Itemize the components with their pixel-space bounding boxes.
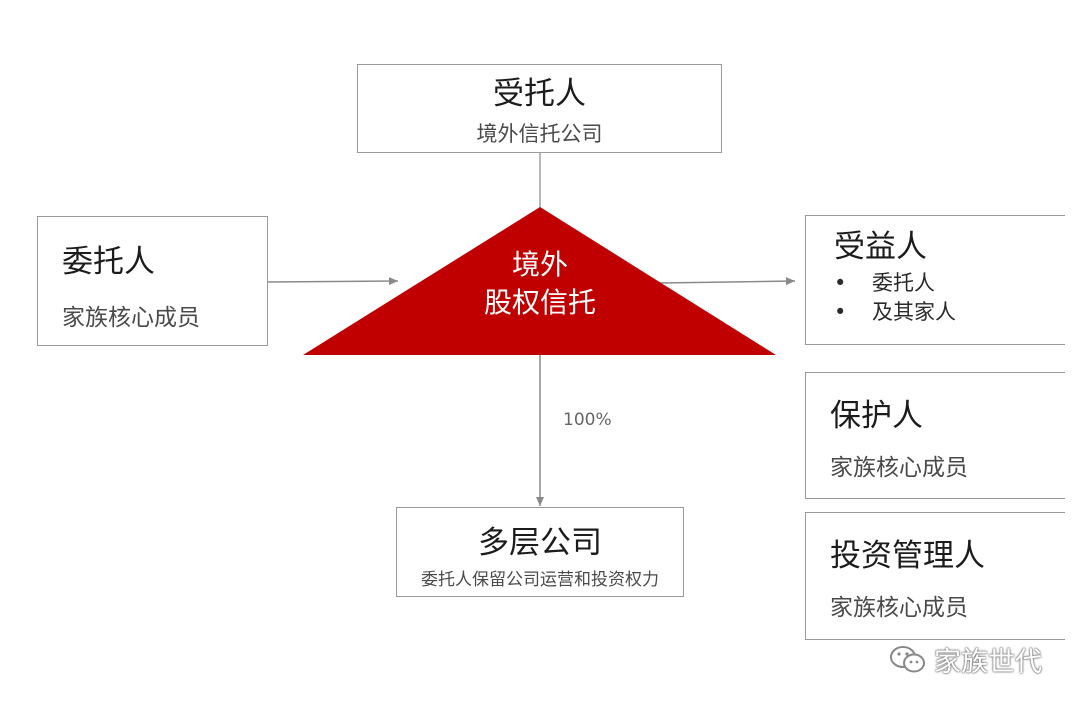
investment-manager-subtitle: 家族核心成员: [830, 595, 968, 621]
trust-label-line1: 境外: [511, 248, 568, 281]
protector-title: 保护人: [830, 398, 923, 434]
trustee-box: 受托人 境外信托公司: [357, 64, 722, 153]
watermark-text: 家族世代: [934, 647, 1042, 678]
protector-subtitle: 家族核心成员: [830, 455, 968, 481]
investment-manager-title: 投资管理人: [830, 538, 985, 574]
ownership-percentage: 100%: [563, 410, 612, 430]
wechat-icon: [890, 645, 925, 672]
trustee-subtitle: 境外信托公司: [476, 122, 603, 146]
settlor-box: 委托人 家族核心成员: [37, 216, 268, 346]
beneficiary-box: 受益人 • 委托人 • 及其家人: [805, 215, 1065, 345]
company-box: 多层公司 委托人保留公司运营和投资权力: [396, 507, 684, 597]
protector-box: 保护人 家族核心成员: [805, 372, 1065, 499]
trust-label-line2: 股权信托: [483, 286, 596, 319]
beneficiary-item: • 委托人: [834, 269, 1065, 298]
settlor-arrow: [267, 277, 399, 286]
beneficiary-item-label: 委托人: [872, 271, 935, 295]
company-subtitle: 委托人保留公司运营和投资权力: [421, 570, 659, 590]
trust-label: 境外 股权信托: [455, 246, 625, 322]
beneficiary-title: 受益人: [834, 229, 927, 265]
beneficiary-list: • 委托人 • 及其家人: [834, 269, 1065, 327]
beneficiary-arrow: [659, 277, 796, 286]
company-title: 多层公司: [478, 525, 602, 561]
settlor-title: 委托人: [62, 244, 155, 280]
settlor-subtitle: 家族核心成员: [62, 305, 200, 331]
beneficiary-item-label: 及其家人: [872, 300, 956, 324]
watermark: 家族世代: [888, 640, 1042, 679]
trust-triangle: [303, 207, 776, 355]
bullet-icon: •: [834, 271, 847, 295]
trustee-title: 受托人: [493, 76, 586, 112]
investment-manager-box: 投资管理人 家族核心成员: [805, 512, 1065, 640]
bullet-icon: •: [834, 300, 847, 324]
beneficiary-item: • 及其家人: [834, 298, 1065, 327]
